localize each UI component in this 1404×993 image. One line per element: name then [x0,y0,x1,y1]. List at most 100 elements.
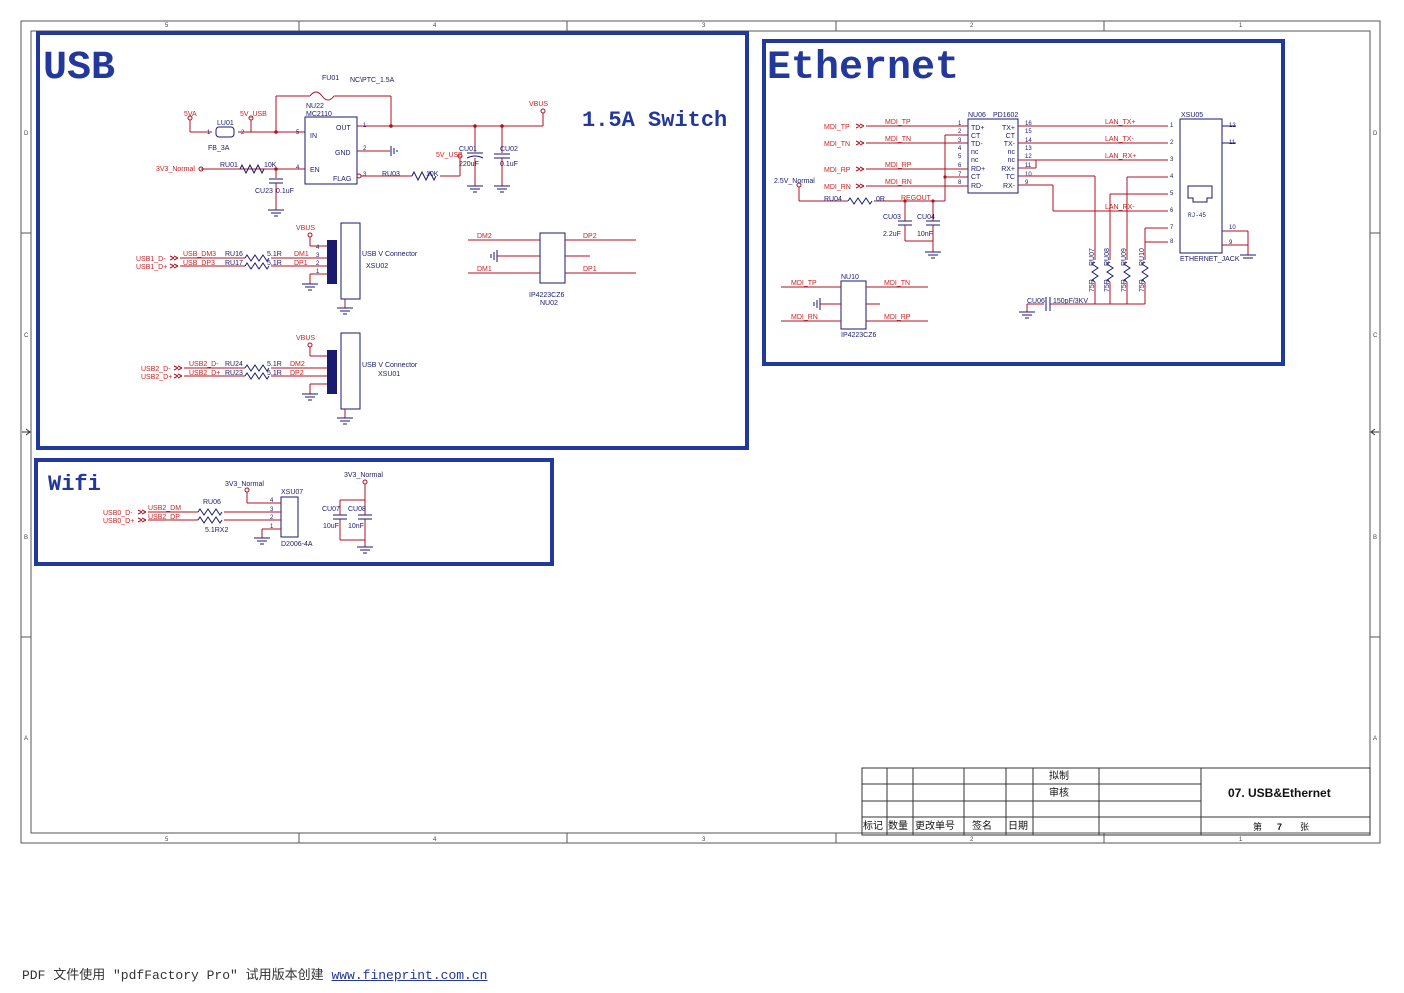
net-2v5: 2.5V_Normal [774,178,815,185]
tb-sheet-title: 07. USB&Ethernet [1228,786,1331,800]
esd-ic-nu02 [539,232,566,284]
nu22-part: MC2110 [306,111,332,118]
svg-text:5: 5 [1170,191,1174,197]
svg-text:3: 3 [1170,157,1174,163]
svg-text:RD-: RD- [971,183,984,190]
nu10-ref: NU10 [841,274,859,281]
col-label: 2 [970,23,974,29]
svg-text:14: 14 [1025,138,1032,144]
nu02-part: IP4223CZ6 [529,292,565,299]
jack-label: ETHERNET_JACK [1180,256,1240,263]
net-usb2-dm-wifi: USB2_DM [148,505,181,512]
net-5v-usb-pullup: 5V_USB [436,152,463,159]
pin-out: OUT [336,125,352,132]
cu02-value: 0.1uF [500,161,518,168]
svg-text:RU09: RU09 [1121,248,1128,266]
tb-page-suffix: 张 [1300,822,1309,832]
rj45-label: RJ-45 [1188,212,1206,219]
svg-text:RX+: RX+ [1001,166,1015,173]
col-label: 3 [702,23,706,29]
svg-text:75R: 75R [1104,279,1111,292]
svg-text:16: 16 [1025,121,1032,127]
net-5va: 5VA [184,111,197,118]
svg-text:6: 6 [958,163,962,169]
tb-hdr-mark: 标记 [863,820,883,832]
ru24-ref: RU24 [225,361,243,368]
usb-port-xsu02: VBUS USB V Connector XSU02 43 21 USB1_D-… [136,222,418,315]
resistor-ru03 [411,170,437,182]
connector-label-2: USB V Connector [362,362,418,369]
inner-frame [30,30,1371,834]
net-vbus: VBUS [529,101,548,108]
svg-text:4: 4 [296,165,300,171]
ru24-value: 5.1R [267,361,282,368]
svg-text:13: 13 [1025,146,1032,152]
schematic-sheet: 5 4 3 2 1 5 4 3 2 1 D C B A D C B A USB … [20,20,1381,844]
nu10-part: IP4223CZ6 [841,332,877,339]
svg-text:1: 1 [1170,123,1174,129]
net-5v-usb: 5V_USB [240,111,267,118]
usb-connector-shell [340,222,361,300]
cu08-value: 10nF [348,523,364,530]
footer-link[interactable]: www.fineprint.com.cn [331,968,488,983]
nu22-ref: NU22 [306,103,324,110]
row-label: A [24,736,28,742]
port-usb0-dp: USB0_D+ [103,518,134,525]
ru01-ref: RU01 [220,162,238,169]
svg-text:nc: nc [1008,157,1016,164]
eth-port-mdi-tp: MDI_TP [824,124,850,131]
fu01-value: NC\PTC_1.5A [350,77,395,84]
svg-text:7: 7 [1170,225,1174,231]
svg-text:TC: TC [1006,174,1015,181]
net-dp1-port: DP1 [294,260,308,267]
eth-net-mdi-rp: MDI_RP [885,162,912,169]
svg-text:2: 2 [316,261,320,267]
wifi-net-3v3-b: 3V3_Normal [344,472,383,479]
cu06-ref: CU06 [1027,298,1045,305]
net-dm1-port: DM1 [294,251,309,258]
ru06-value: 5.1RX2 [205,527,228,534]
pin-en: EN [310,167,320,174]
net-lan-rxn: LAN_RX- [1105,204,1135,211]
svg-text:4: 4 [958,146,962,152]
pdf-footer: PDF 文件使用 "pdfFactory Pro" 试用版本创建 www.fin… [22,964,487,983]
net-lan-rxp: LAN_RX+ [1105,153,1136,160]
col-label: 4 [433,837,437,843]
cu07-ref: CU07 [322,506,340,513]
svg-text:9: 9 [1025,180,1029,186]
usb-section-box [36,31,749,450]
svg-text:2: 2 [958,129,962,135]
svg-text:nc: nc [1008,149,1016,156]
svg-text:TX+: TX+ [1002,125,1015,132]
nu02-ref: NU02 [540,300,558,307]
usb-connector-shell [340,332,361,410]
eth-net-mdi-tn: MDI_TN [885,136,911,143]
cu06-value: 150pF/3KV [1053,298,1088,305]
wifi-section-box [34,458,554,566]
svg-text:RU08: RU08 [1104,248,1111,266]
resistor-ru04 [847,197,873,205]
transformer-nu06 [967,118,1019,194]
ru03-ref: RU03 [382,171,400,178]
connector-label-1: USB V Connector [362,251,418,258]
svg-text:nc: nc [971,149,979,156]
svg-text:5: 5 [296,130,300,136]
svg-text:15: 15 [1025,129,1032,135]
pin-gnd: GND [335,150,351,157]
footer-text: PDF 文件使用 "pdfFactory Pro" 试用版本创建 [22,968,332,983]
cu23-ref: CU23 [255,188,273,195]
usb-connector-body [327,350,337,394]
cu23-value: 0.1uF [276,188,294,195]
svg-text:10: 10 [1229,225,1236,231]
tb-hdr-date: 日期 [1008,820,1028,832]
cu08-ref: CU08 [348,506,366,513]
svg-text:75R: 75R [1121,279,1128,292]
frame-labels: 5 4 3 2 1 5 4 3 2 1 D C B A D C B A [24,23,1378,843]
eth-port-mdi-tn: MDI_TN [824,141,850,148]
tb-hdr-change: 更改单号 [915,819,955,832]
ru16-value: 5.1R [267,251,282,258]
row-label: A [1373,736,1377,742]
svg-text:CT: CT [971,174,981,181]
tb-draft: 拟制 [1049,769,1069,782]
resistor-ru08 [1106,261,1114,283]
